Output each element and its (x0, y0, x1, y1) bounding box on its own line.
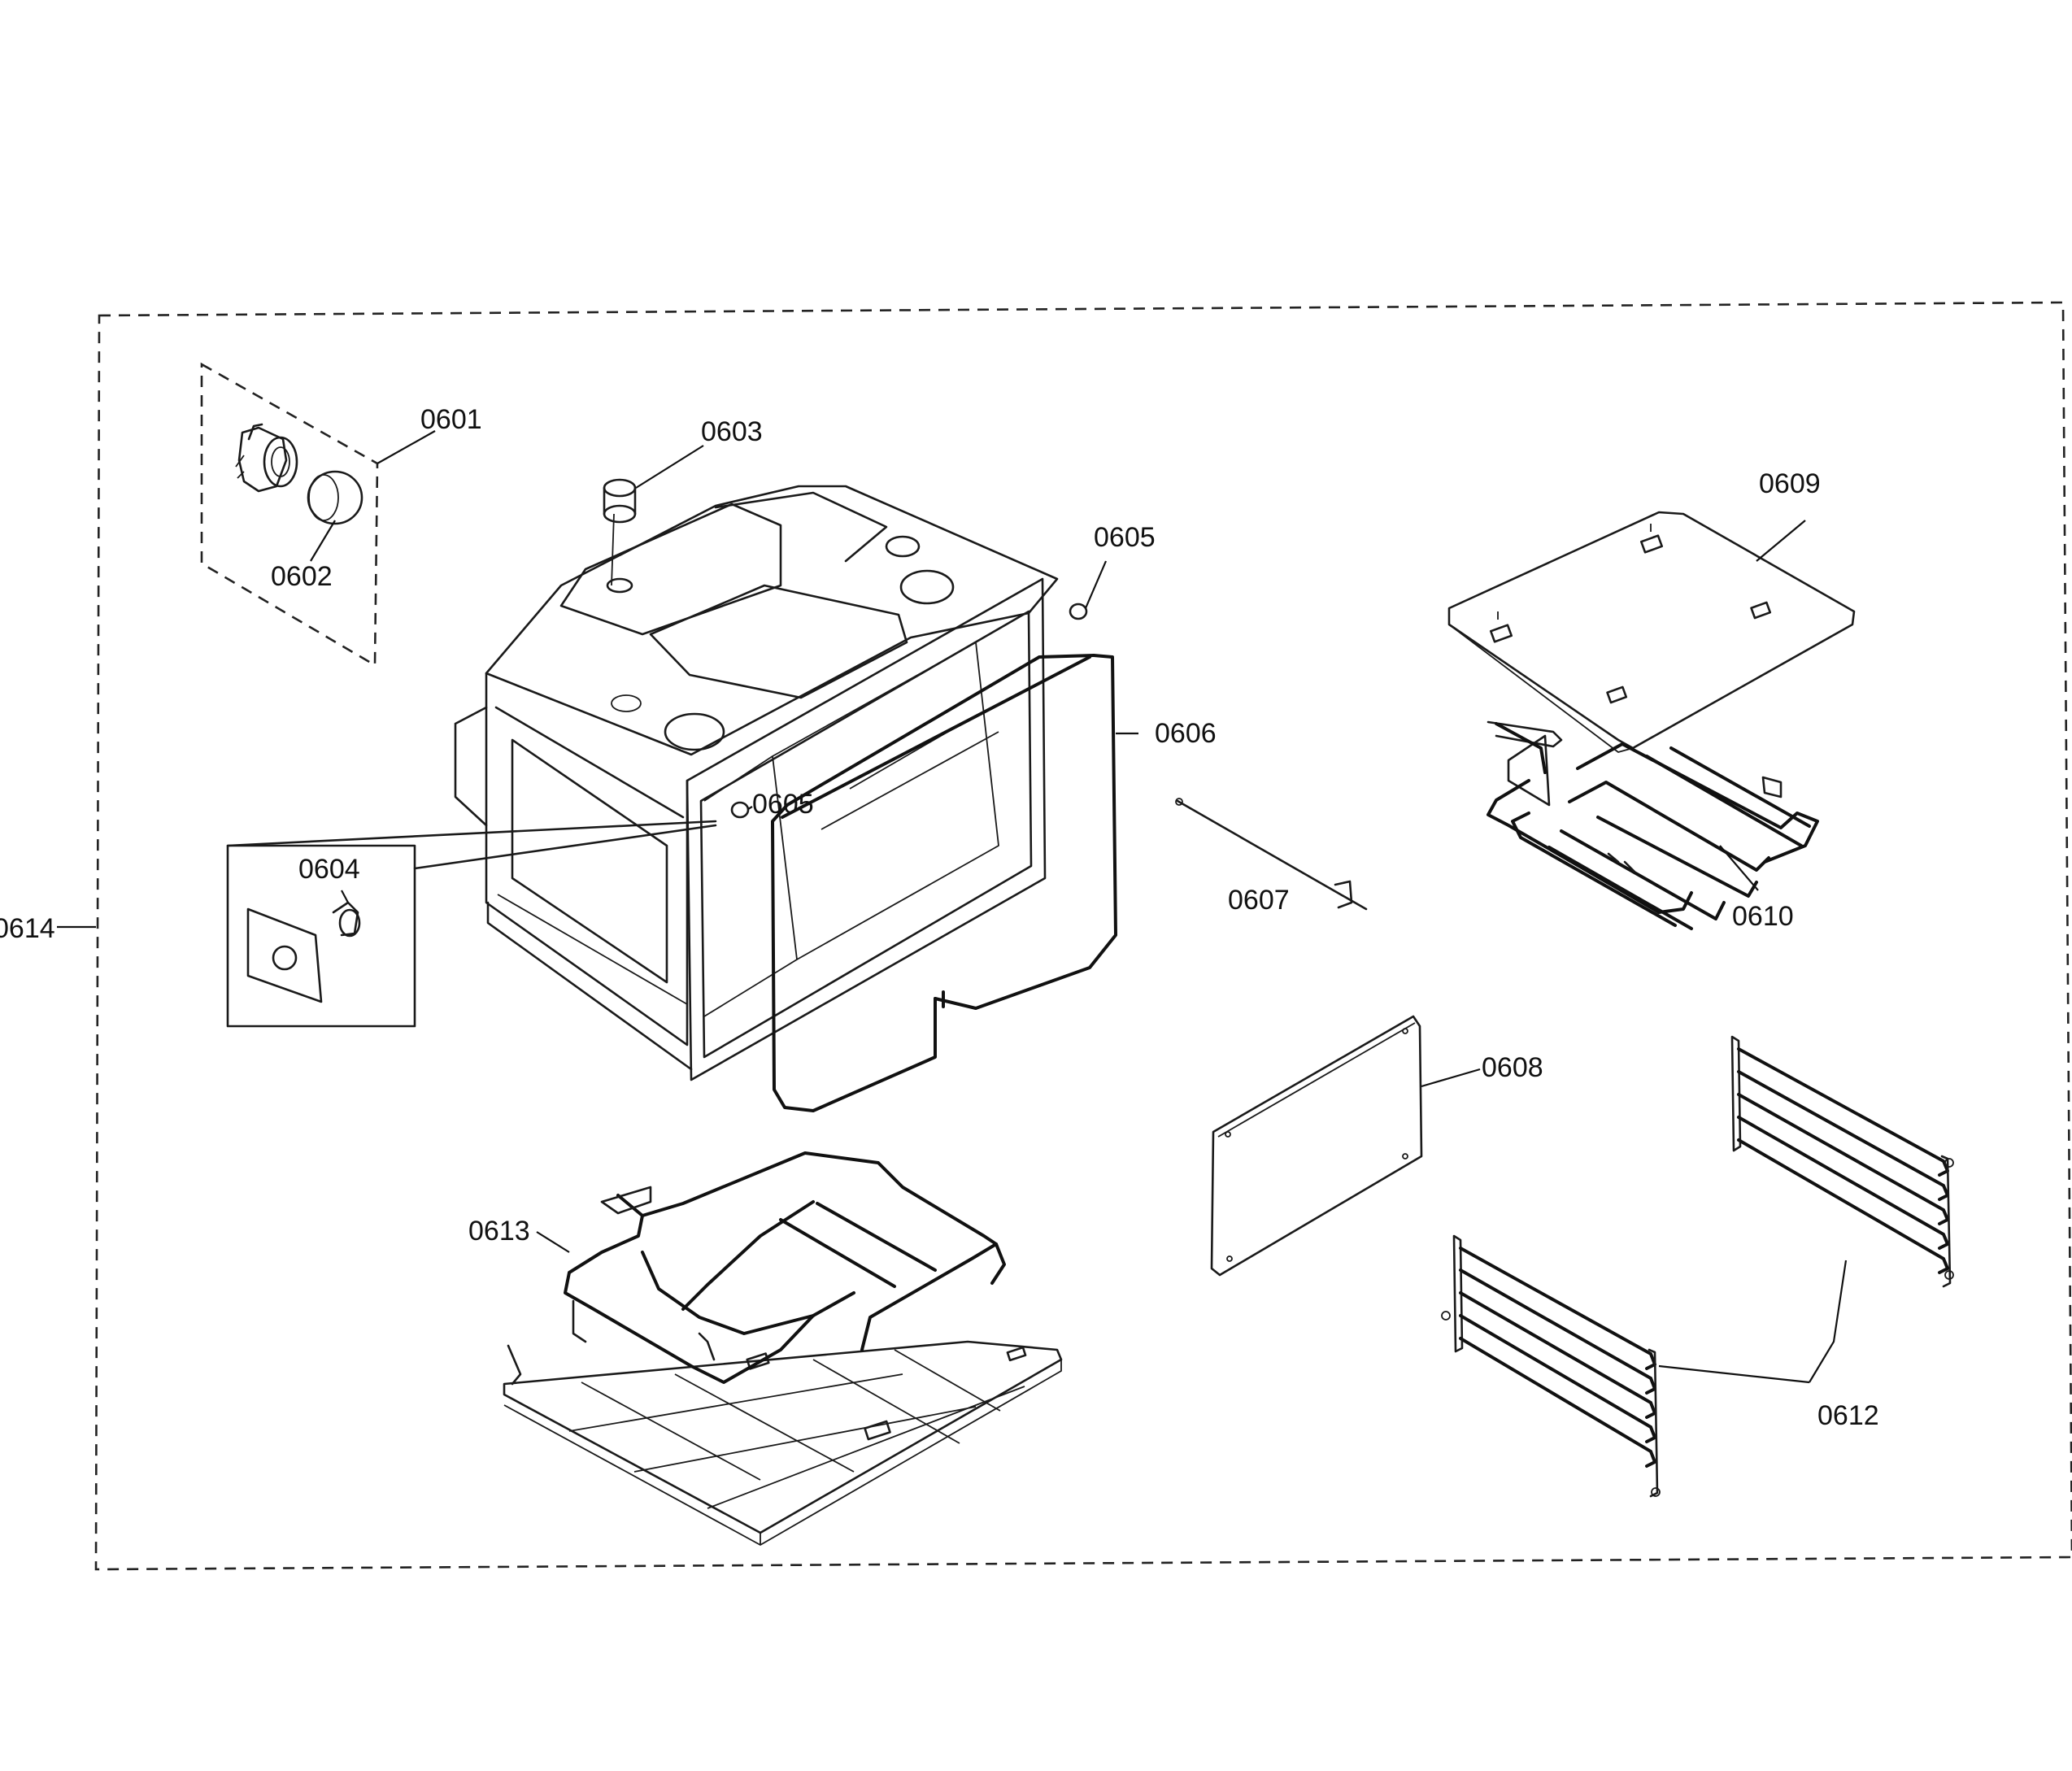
label-0604: 0604 (298, 854, 360, 885)
label-0601: 0601 (420, 404, 482, 435)
label-0607: 0607 (1228, 885, 1290, 916)
label-0613: 0613 (468, 1216, 530, 1247)
label-0606: 0606 (1155, 718, 1217, 749)
lamp-cover-0602 (307, 470, 363, 525)
bottom-element-0613 (503, 1151, 1063, 1546)
label-0603: 0603 (701, 416, 763, 447)
lamp-socket-0601 (235, 423, 298, 493)
assembly-boundary (94, 301, 2072, 1571)
label-0614: 0614 (0, 913, 55, 944)
rod-0607 (1175, 798, 1368, 911)
panel-0608 (1210, 1015, 1481, 1277)
door-gasket-0606 (771, 654, 1138, 1112)
rack-guide-0612-right (1730, 1035, 1954, 1288)
baffle-plate-0609 (1447, 511, 1856, 753)
label-0612: 0612 (1817, 1400, 1879, 1431)
plug-0605-top (1069, 603, 1088, 620)
fan-fitting-0603 (603, 478, 637, 594)
lamp-bracket-inset-0604 (226, 820, 717, 1028)
label-0602: 0602 (271, 561, 333, 592)
label-0610: 0610 (1732, 901, 1794, 932)
label-0605-front: 0605 (752, 789, 814, 820)
label-0605-top: 0605 (1094, 522, 1156, 553)
lamp-group (200, 362, 436, 668)
rack-guide-0612-left (1441, 1234, 1661, 1498)
label-0608: 0608 (1482, 1052, 1543, 1083)
heating-element-0610 (1487, 720, 1819, 930)
oven-cavity (454, 478, 1088, 1081)
label-0609: 0609 (1759, 468, 1821, 499)
plug-0605-front (730, 801, 750, 819)
